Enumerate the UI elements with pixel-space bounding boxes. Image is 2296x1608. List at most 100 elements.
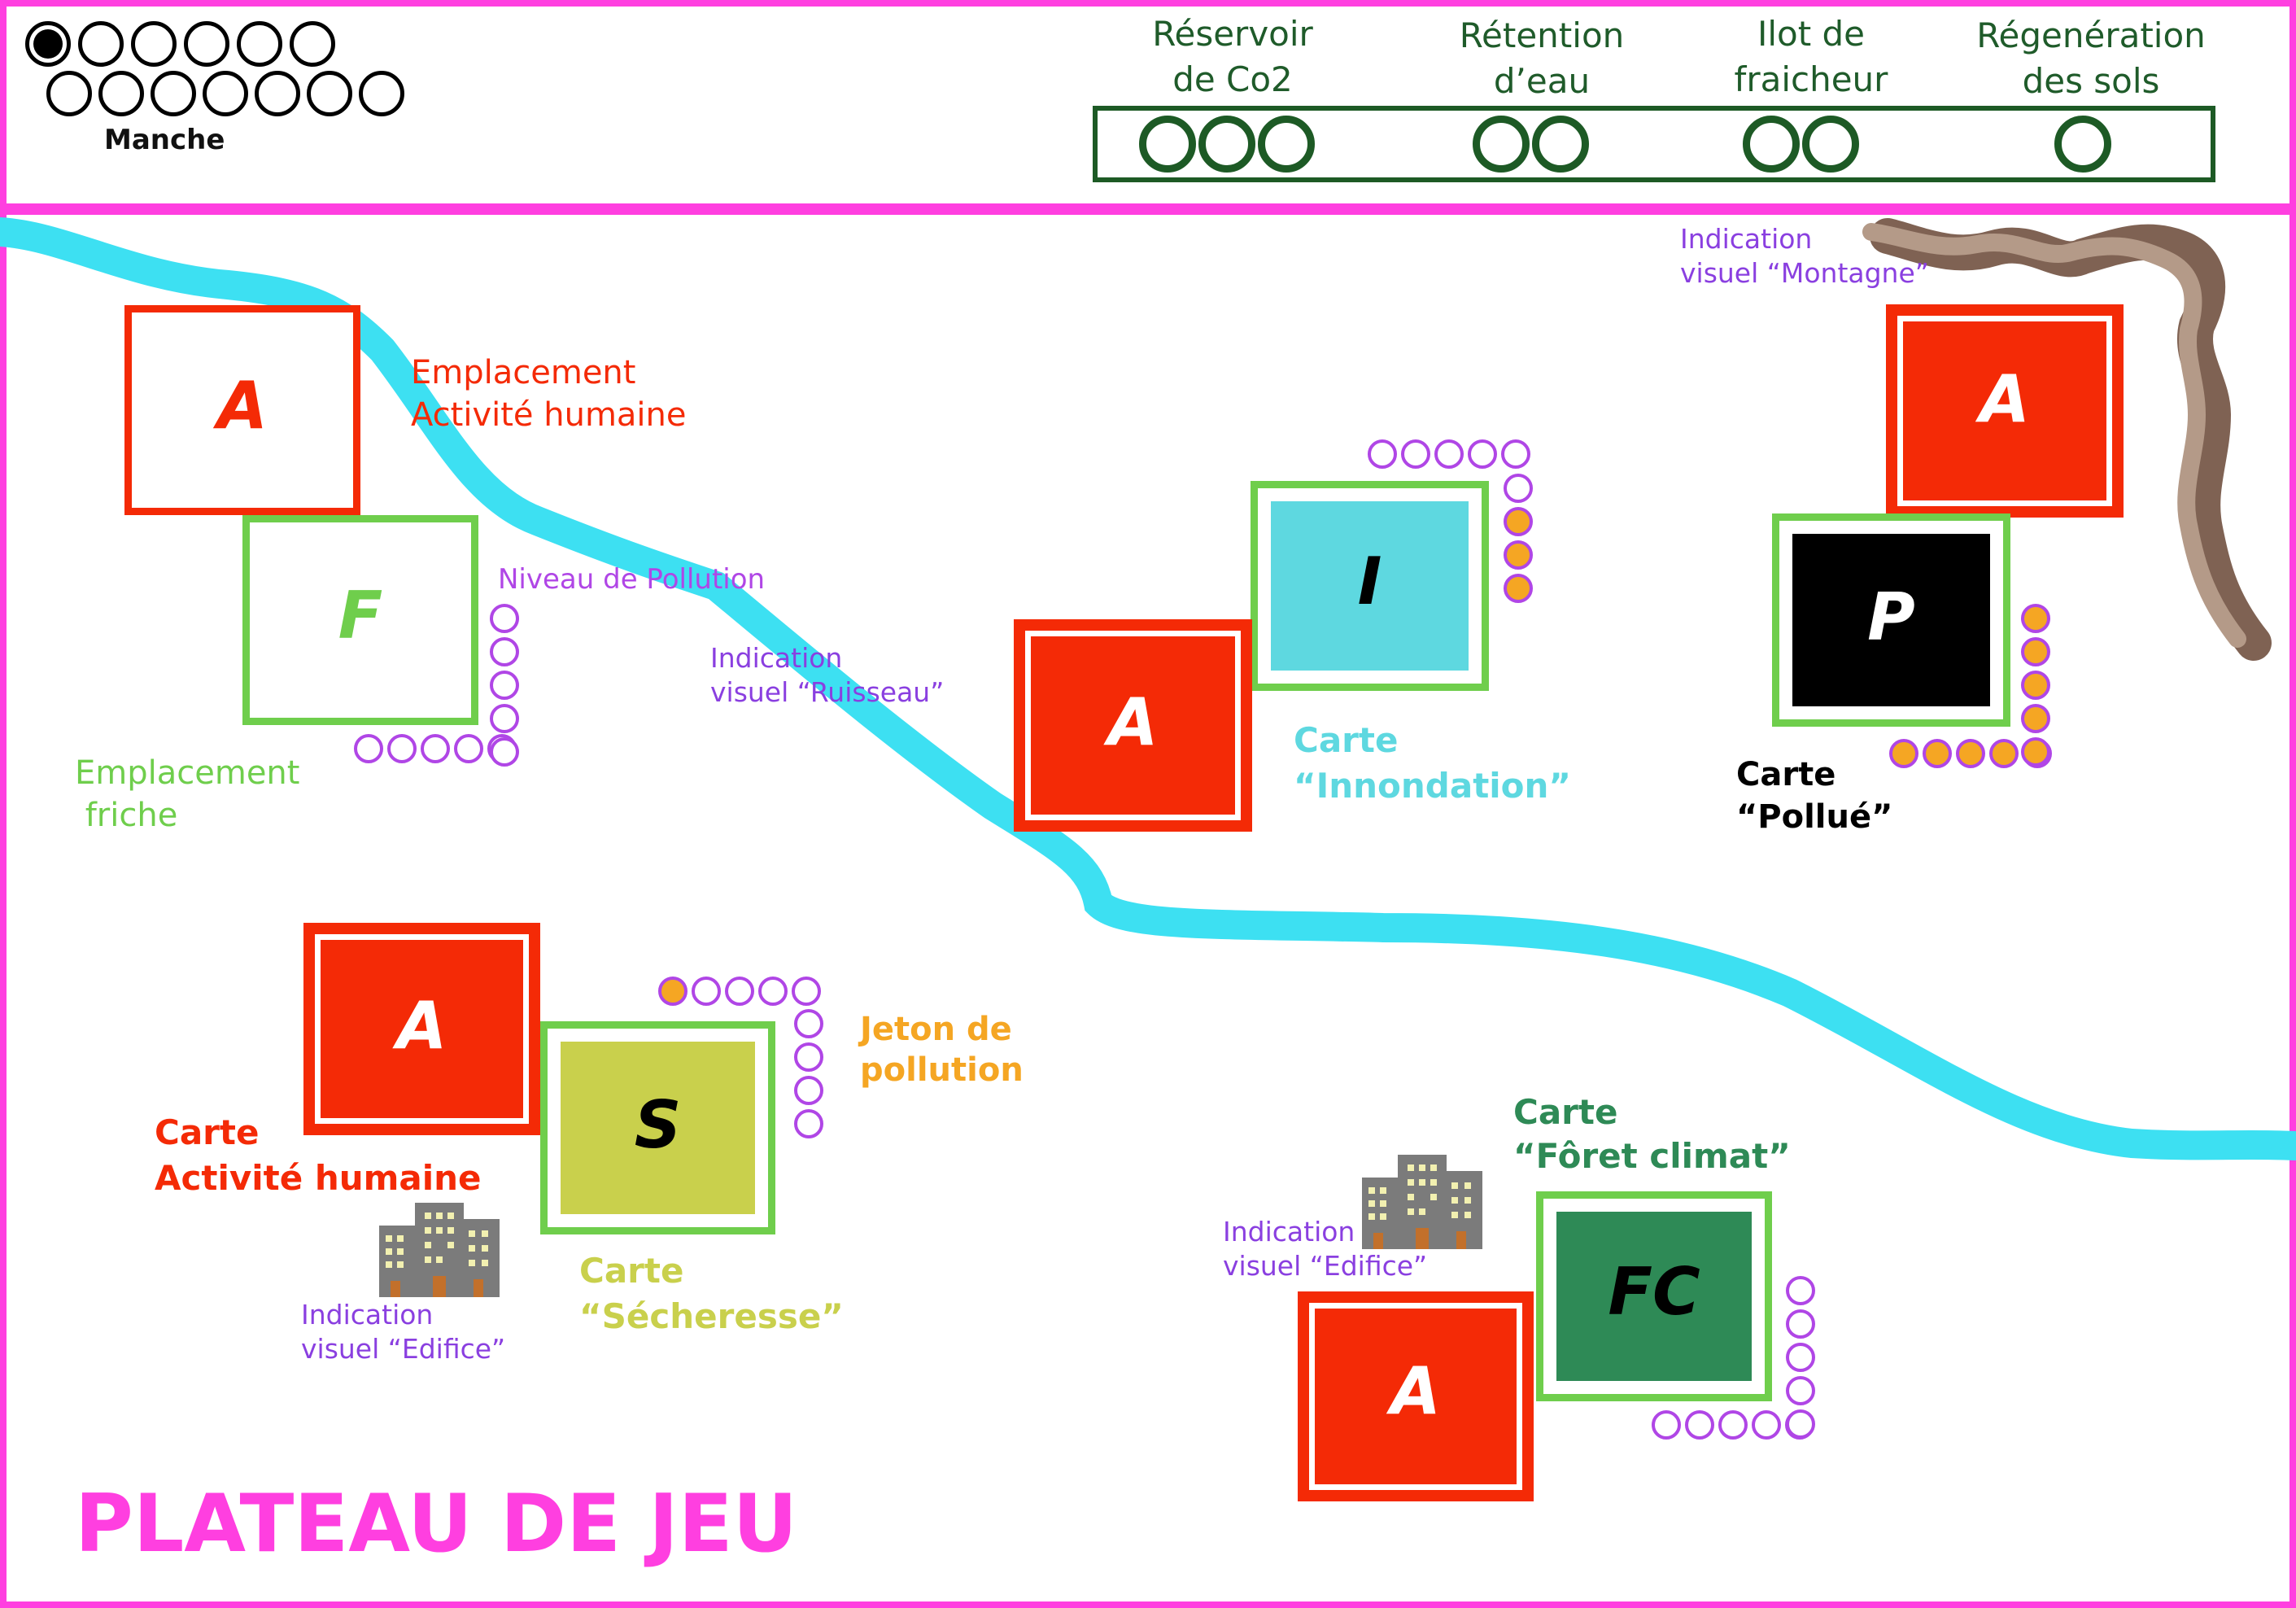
round-circle (46, 71, 92, 116)
round-marker (33, 29, 63, 59)
foret-card[interactable]: FC (1536, 1191, 1772, 1401)
pollution-slot (1401, 439, 1430, 469)
indicator-ring (1139, 116, 1196, 173)
inondation-card[interactable]: I (1251, 481, 1489, 691)
round-circle (237, 21, 282, 67)
pollution-slot (1786, 1276, 1815, 1305)
pollution-slot (725, 977, 754, 1006)
pollution-slot (1652, 1410, 1681, 1440)
label-carte-activite: Carte Activité humaine (155, 1112, 482, 1198)
secheresse-card[interactable]: S (540, 1021, 775, 1234)
pollution-token (1889, 739, 1918, 768)
pollution-token (1923, 739, 1952, 768)
indicator-ring (1258, 116, 1315, 173)
pollution-slot (490, 637, 519, 666)
card-letter: S (634, 1087, 682, 1163)
card-letter: FC (1608, 1254, 1700, 1330)
pollution-slot (792, 977, 821, 1006)
card-letter: A (217, 368, 268, 444)
pollue-card[interactable]: P (1772, 513, 2010, 727)
round-circle (290, 21, 335, 67)
pollution-slot (1368, 439, 1397, 469)
card-letter: P (1867, 579, 1915, 655)
label-indication-edifice-2: Indication visuel “Edifice” (1223, 1216, 1428, 1282)
activity-slot-empty[interactable]: A (124, 305, 360, 515)
indicator-ring (1532, 116, 1589, 173)
card-letter: A (1107, 684, 1159, 760)
pollution-slot (692, 977, 721, 1006)
round-circle (151, 71, 196, 116)
round-label: Manche (104, 124, 225, 156)
friche-slot-empty[interactable]: F (242, 515, 478, 725)
round-circle (255, 71, 300, 116)
pollution-slot (794, 1009, 823, 1038)
indicator-ring (1473, 116, 1530, 173)
label-carte-inondation: Carte “Innondation” (1294, 720, 1572, 806)
round-circle (78, 21, 124, 67)
pollution-slot (794, 1109, 823, 1138)
pollution-slot (1504, 474, 1533, 503)
label-emplacement-activite: Emplacement Activité humaine (411, 354, 687, 434)
indicator-ring (1743, 116, 1800, 173)
pollution-slot (794, 1042, 823, 1072)
pollution-token (1504, 507, 1533, 536)
label-niveau-pollution: Niveau de Pollution (498, 563, 766, 596)
card-letter: F (338, 578, 383, 653)
label-jeton-pollution: Jeton de pollution (860, 1011, 1024, 1089)
board-title: PLATEAU DE JEU (75, 1478, 798, 1571)
indicator-ring (2054, 116, 2111, 173)
label-indication-montagne: Indication visuel “Montagne” (1680, 223, 1929, 289)
indicator-ring (1802, 116, 1859, 173)
pollution-slot (1752, 1410, 1781, 1440)
board-panel (0, 208, 2296, 1608)
label-indication-edifice-1: Indication visuel “Edifice” (301, 1299, 506, 1365)
activity-card-bottom[interactable]: A (1298, 1291, 1534, 1501)
pollution-slot (1468, 439, 1497, 469)
indicator-cool-label: Ilot de fraicheur (1734, 14, 1888, 99)
pollution-token (2021, 637, 2050, 666)
pollution-slot (454, 734, 483, 763)
building-icon (1362, 1155, 1482, 1249)
round-circle (203, 71, 248, 116)
pollution-token (2021, 604, 2050, 633)
pollution-token (2021, 704, 2050, 733)
pollution-token (1989, 739, 2019, 768)
pollution-slot (1685, 1410, 1714, 1440)
pollution-token (1956, 739, 1985, 768)
pollution-slot (1786, 1343, 1815, 1372)
pollution-slot (1501, 439, 1530, 469)
round-circle (184, 21, 229, 67)
round-circle (307, 71, 352, 116)
pollution-slot (794, 1076, 823, 1105)
pollution-slot (387, 734, 417, 763)
pollution-slot (490, 737, 519, 767)
building-icon (379, 1203, 500, 1297)
pollution-slot (1434, 439, 1464, 469)
indicator-ring (1198, 116, 1255, 173)
indicator-co2-label: Réservoir de Co2 (1152, 14, 1313, 99)
label-emplacement-friche: Emplacement friche (75, 754, 300, 834)
card-letter: A (1390, 1353, 1441, 1429)
pollution-slot (354, 734, 383, 763)
label-carte-foret: Carte “Fôret climat” (1513, 1092, 1791, 1176)
round-circle (131, 21, 177, 67)
pollution-token (658, 977, 687, 1006)
card-letter: A (396, 988, 447, 1064)
round-circle (25, 21, 71, 67)
label-indication-ruisseau: Indication visuel “Ruisseau” (710, 642, 945, 708)
indicator-soil-label: Régenération des sols (1976, 15, 2206, 101)
pollution-slot (490, 671, 519, 700)
activity-card-topright[interactable]: A (1886, 304, 2124, 518)
pollution-slot (490, 604, 519, 633)
card-letter: I (1357, 544, 1382, 619)
activity-card-left[interactable]: A (303, 923, 540, 1135)
round-circle (98, 71, 144, 116)
card-letter: A (1980, 361, 2030, 437)
pollution-token (2021, 737, 2050, 767)
activity-card-center[interactable]: A (1014, 619, 1252, 832)
pollution-slot (758, 977, 788, 1006)
pollution-token (2021, 671, 2050, 700)
indicator-box (1093, 106, 2215, 182)
pollution-slot (490, 704, 519, 733)
pollution-token (1504, 540, 1533, 570)
